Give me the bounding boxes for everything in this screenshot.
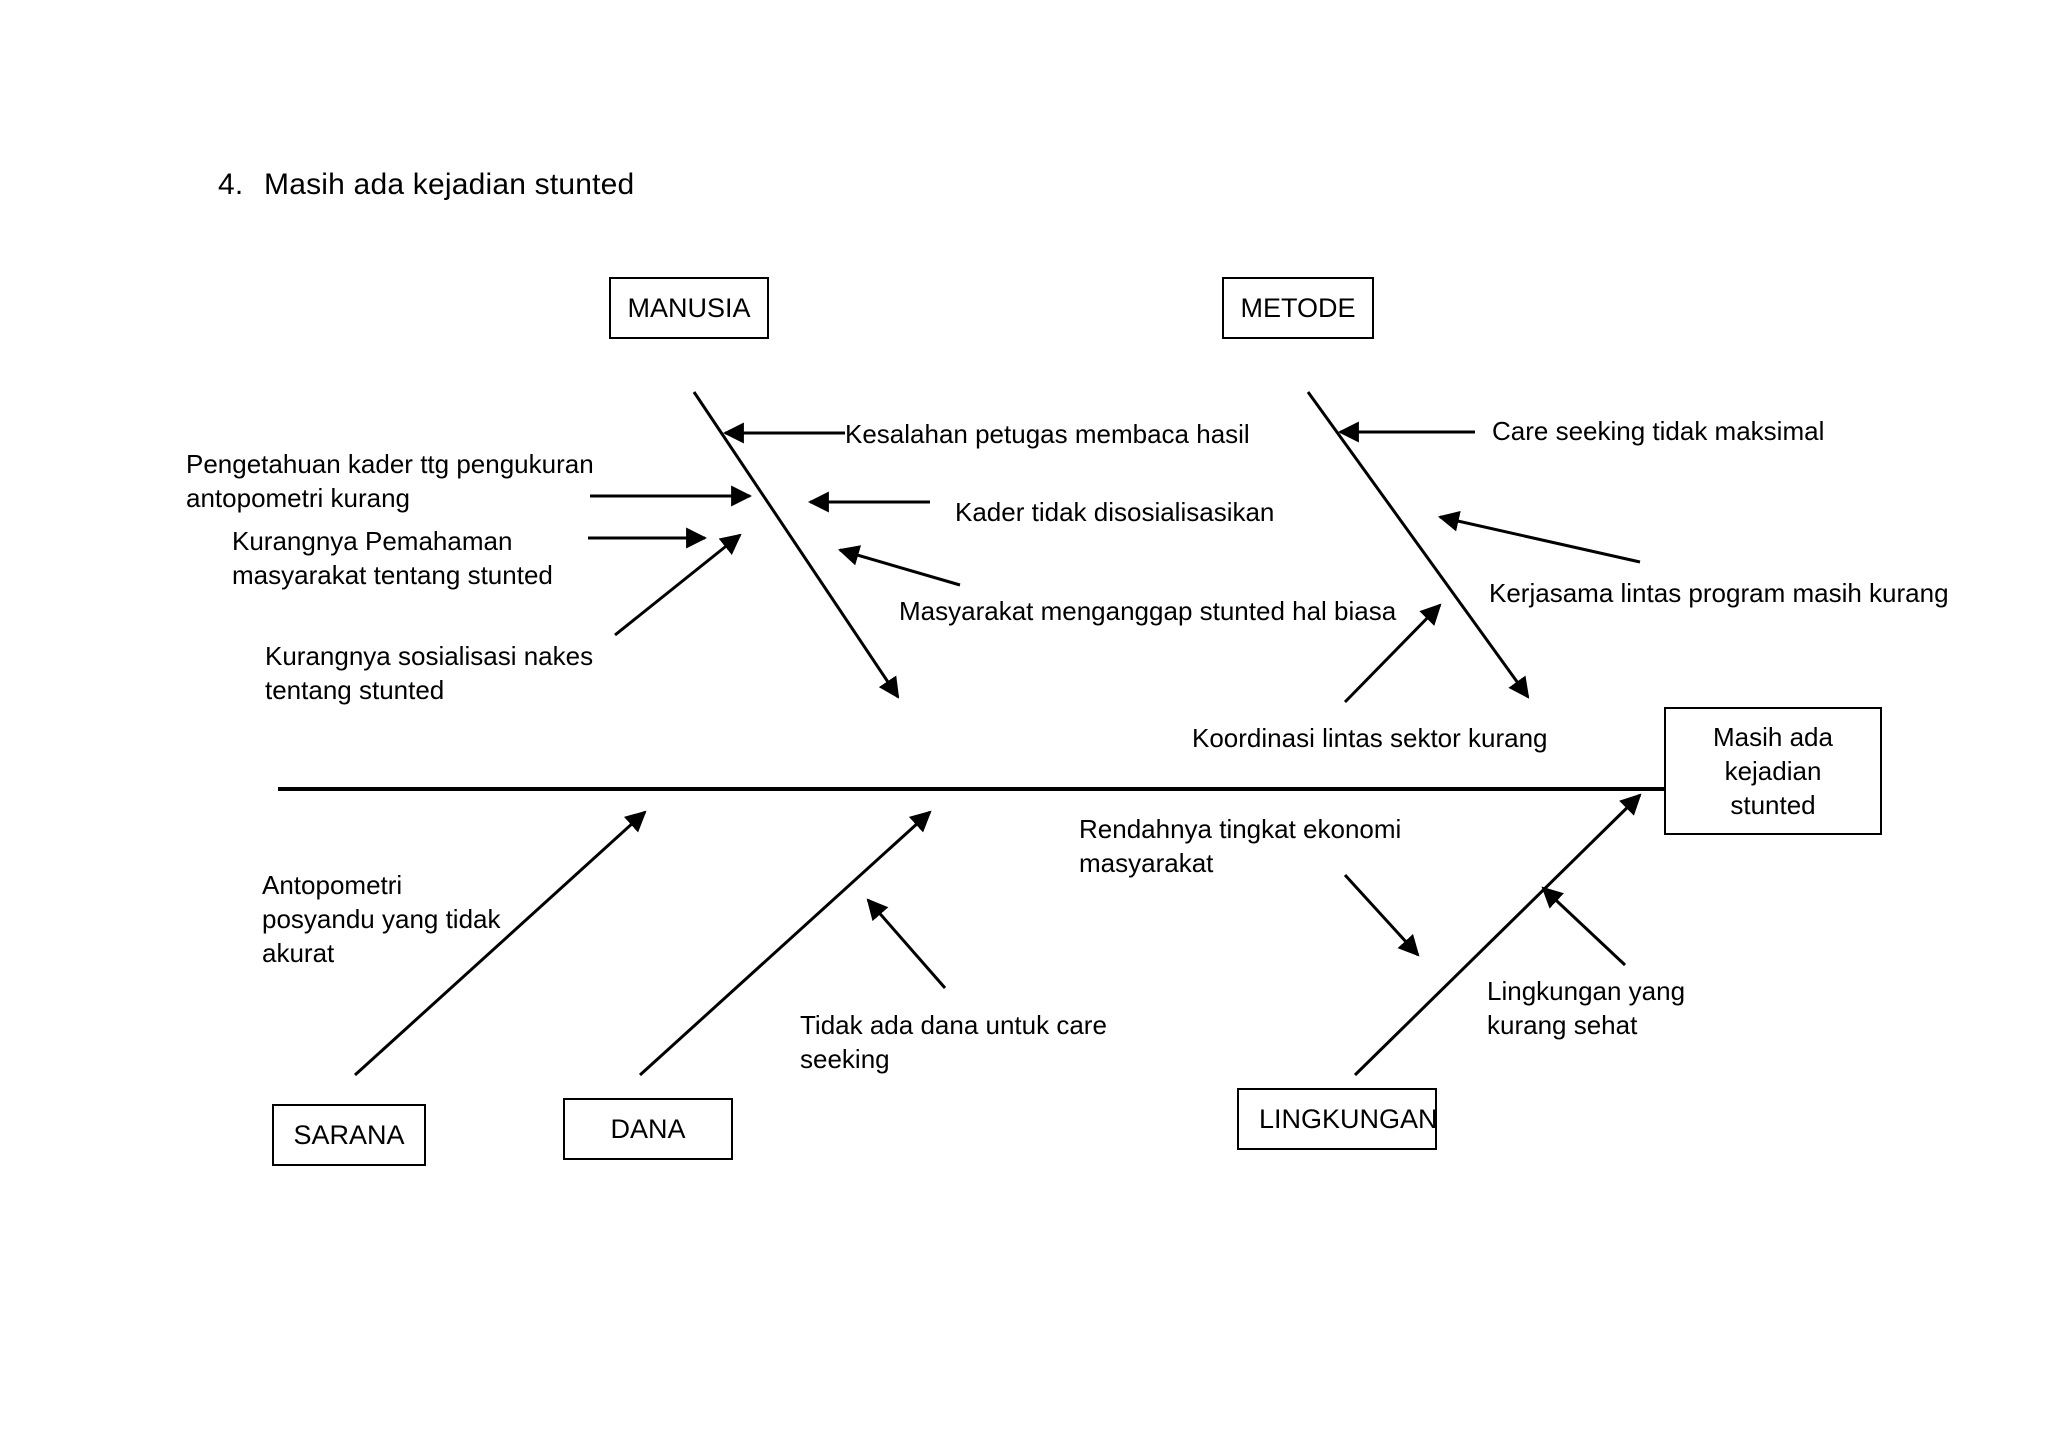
- page-title-text: Masih ada kejadian stunted: [264, 168, 635, 201]
- arrow-tidak-ada-dana: [866, 898, 947, 989]
- category-label-sarana: SARANA: [293, 1119, 405, 1150]
- cause-label-rendahnya-ekonomi: Rendahnya tingkat ekonomi masyarakat: [1079, 814, 1402, 878]
- effect-line-1: Masih ada: [1713, 722, 1833, 752]
- effect-line-3: stunted: [1730, 790, 1816, 820]
- cause-label-koordinasi-lintas: Koordinasi lintas sektor kurang: [1192, 723, 1548, 753]
- page-title-number: 4.: [218, 168, 244, 201]
- category-label-metode: METODE: [1240, 292, 1356, 323]
- cause-label-kerjasama-lintas: Kerjasama lintas program masih kurang: [1489, 578, 1949, 608]
- cause-label-tidak-ada-dana: Tidak ada dana untuk care seeking: [800, 1010, 1107, 1074]
- cause-label-lingkungan-kurang-sehat: Lingkungan yang kurang sehat: [1487, 976, 1686, 1040]
- category-box-manusia[interactable]: MANUSIA: [609, 277, 769, 339]
- cause-label-care-seeking: Care seeking tidak maksimal: [1492, 416, 1825, 446]
- cause-label-antopometri-posyandu: Antopometri posyandu yang tidak akurat: [262, 870, 501, 968]
- effect-line-2: kejadian: [1724, 756, 1822, 786]
- cause-label-kesalahan-petugas: Kesalahan petugas membaca hasil: [845, 419, 1250, 449]
- arrow-masyarakat-menganggap: [837, 545, 961, 587]
- category-box-metode[interactable]: METODE: [1222, 277, 1374, 339]
- arrow-kurangnya-sosialisasi: [614, 533, 742, 637]
- arrow-lingkungan-kurang-sehat: [1541, 886, 1627, 967]
- cause-label-kader-tidak-disosialisasikan: Kader tidak disosialisasikan: [955, 497, 1275, 527]
- arrow-koordinasi-lintas: [1343, 603, 1442, 704]
- effect-box[interactable]: Masih ada kejadian stunted: [1664, 707, 1882, 835]
- category-label-lingkungan: LINGKUNGAN: [1259, 1103, 1438, 1134]
- page-title: 4. Masih ada kejadian stunted: [218, 168, 634, 202]
- category-label-manusia: MANUSIA: [627, 292, 751, 323]
- cause-label-pengetahuan-kader: Pengetahuan kader ttg pengukuran antopom…: [186, 449, 594, 513]
- category-box-lingkungan[interactable]: LINGKUNGAN: [1237, 1088, 1438, 1150]
- category-box-dana[interactable]: DANA: [563, 1098, 733, 1160]
- arrow-rendahnya-ekonomi: [1343, 873, 1420, 957]
- cause-label-masyarakat-menganggap: Masyarakat menganggap stunted hal biasa: [899, 596, 1397, 626]
- category-label-dana: DANA: [610, 1113, 686, 1144]
- bone-dana: [638, 810, 932, 1077]
- cause-label-kurangnya-pemahaman: Kurangnya Pemahaman masyarakat tentang s…: [232, 526, 553, 590]
- bone-sarana: [353, 810, 647, 1077]
- arrow-kerjasama-lintas: [1437, 510, 1641, 564]
- bone-metode: [1306, 391, 1530, 699]
- bone-lingkungan: [1353, 793, 1642, 1077]
- category-box-sarana[interactable]: SARANA: [272, 1104, 426, 1166]
- cause-label-kurangnya-sosialisasi: Kurangnya sosialisasi nakes tentang stun…: [265, 641, 594, 705]
